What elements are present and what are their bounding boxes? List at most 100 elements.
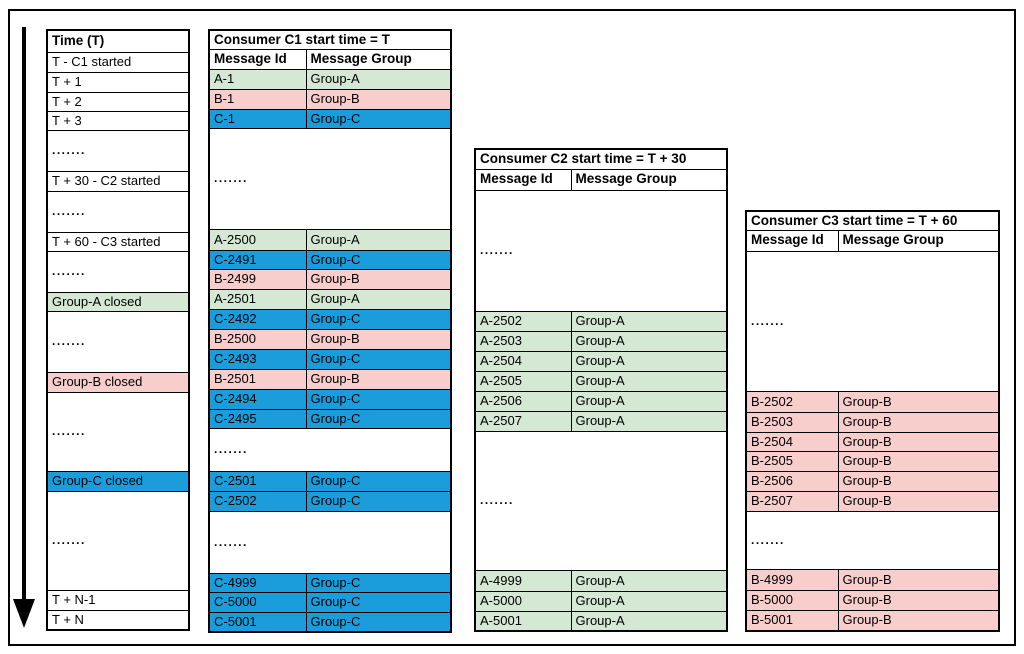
timeline-row: T + 60 - C3 started bbox=[46, 231, 190, 252]
message-id-cell: C-2501 bbox=[208, 470, 307, 492]
timeline-row: Group-C closed bbox=[46, 470, 190, 492]
timeline-row: T + 1 bbox=[46, 71, 190, 93]
message-group-cell: Group-A bbox=[570, 370, 728, 392]
message-id-cell: C-5001 bbox=[208, 611, 307, 633]
timeline-row: Group-A closed bbox=[46, 291, 190, 312]
message-group-cell: Group-B bbox=[837, 490, 1000, 512]
timeline-row: ....... bbox=[46, 190, 190, 233]
message-group-cell: Group-B bbox=[837, 470, 1000, 492]
message-id-cell: B-5000 bbox=[745, 589, 839, 611]
consumer-c1-colhead-message-id: Message Id bbox=[208, 48, 307, 70]
message-group-cell: Group-A bbox=[305, 228, 452, 251]
consumer-c3-dots-cell: ....... bbox=[745, 510, 1000, 570]
timeline-row: ....... bbox=[46, 250, 190, 293]
message-id-cell: B-2506 bbox=[745, 470, 839, 492]
timeline-row: Group-B closed bbox=[46, 371, 190, 393]
timeline-title: Time (T) bbox=[46, 29, 190, 53]
message-id-cell: A-5001 bbox=[474, 610, 572, 632]
time-label-cell: T - C1 started bbox=[46, 51, 190, 73]
timeline-row: T + 30 - C2 started bbox=[46, 170, 190, 192]
consumer-c2-colhead-message-group: Message Group bbox=[570, 168, 728, 191]
message-id-cell: C-4999 bbox=[208, 572, 307, 593]
timeline-dots-cell: ....... bbox=[46, 490, 190, 591]
time-label-cell: T + 30 - C2 started bbox=[46, 170, 190, 192]
timeline-row: ....... bbox=[46, 129, 190, 172]
message-group-cell: Group-C bbox=[305, 470, 452, 492]
message-group-cell: Group-C bbox=[305, 308, 452, 330]
time-label-cell: T + N-1 bbox=[46, 589, 190, 611]
message-id-cell: B-2499 bbox=[208, 268, 307, 290]
message-id-cell: C-2495 bbox=[208, 408, 307, 429]
message-id-cell: B-2502 bbox=[745, 390, 839, 413]
timeline-row: ....... bbox=[46, 490, 190, 591]
message-group-cell: Group-A bbox=[570, 330, 728, 352]
message-id-cell: A-2505 bbox=[474, 370, 572, 392]
consumer-c1-row: ....... bbox=[208, 510, 452, 574]
timeline-arrow-shaft bbox=[22, 27, 26, 600]
message-id-cell: C-2491 bbox=[208, 249, 307, 270]
message-id-cell: C-2492 bbox=[208, 308, 307, 330]
message-group-cell: Group-B bbox=[837, 609, 1000, 632]
message-group-cell: Group-B bbox=[305, 328, 452, 350]
timeline-row: ....... bbox=[46, 310, 190, 373]
timeline-dots-cell: ....... bbox=[46, 250, 190, 293]
consumer-c1-dots-cell: ....... bbox=[208, 427, 452, 472]
message-group-cell: Group-B bbox=[837, 431, 1000, 452]
timeline-dots-cell: ....... bbox=[46, 391, 190, 472]
message-group-cell: Group-C bbox=[305, 348, 452, 370]
message-group-cell: Group-A bbox=[570, 350, 728, 372]
message-group-cell: Group-A bbox=[305, 288, 452, 310]
time-label-cell: Group-C closed bbox=[46, 470, 190, 492]
message-id-cell: C-2493 bbox=[208, 348, 307, 370]
consumer-c3-row: Consumer C3 start time = T + 60 bbox=[745, 210, 1000, 231]
time-label-cell: T + 60 - C3 started bbox=[46, 231, 190, 252]
message-id-cell: C-5000 bbox=[208, 591, 307, 613]
message-id-cell: A-1 bbox=[208, 68, 307, 90]
consumer-c2-dots-cell: ....... bbox=[474, 189, 728, 312]
message-id-cell: A-5000 bbox=[474, 590, 572, 612]
timeline-row: T + 3 bbox=[46, 110, 190, 131]
timeline-row: ....... bbox=[46, 391, 190, 472]
message-group-cell: Group-C bbox=[305, 611, 452, 633]
time-label-cell: Group-B closed bbox=[46, 371, 190, 393]
message-id-cell: B-2500 bbox=[208, 328, 307, 350]
message-id-cell: A-2500 bbox=[208, 228, 307, 251]
message-id-cell: B-2501 bbox=[208, 368, 307, 390]
consumer-c3-row: ....... bbox=[745, 510, 1000, 570]
timeline-row: T + N bbox=[46, 609, 190, 631]
consumer-c1-row: ....... bbox=[208, 427, 452, 472]
consumer-c1-colhead-message-group: Message Group bbox=[305, 48, 452, 70]
message-group-cell: Group-B bbox=[305, 368, 452, 390]
message-id-cell: A-2503 bbox=[474, 330, 572, 352]
timeline-dots-cell: ....... bbox=[46, 310, 190, 373]
message-group-cell: Group-C bbox=[305, 388, 452, 410]
message-id-cell: B-2507 bbox=[745, 490, 839, 512]
message-group-cell: Group-A bbox=[570, 390, 728, 412]
message-group-cell: Group-B bbox=[305, 268, 452, 290]
message-group-cell: Group-B bbox=[837, 390, 1000, 413]
timeline-arrowhead-icon bbox=[13, 599, 35, 628]
message-id-cell: A-4999 bbox=[474, 569, 572, 592]
